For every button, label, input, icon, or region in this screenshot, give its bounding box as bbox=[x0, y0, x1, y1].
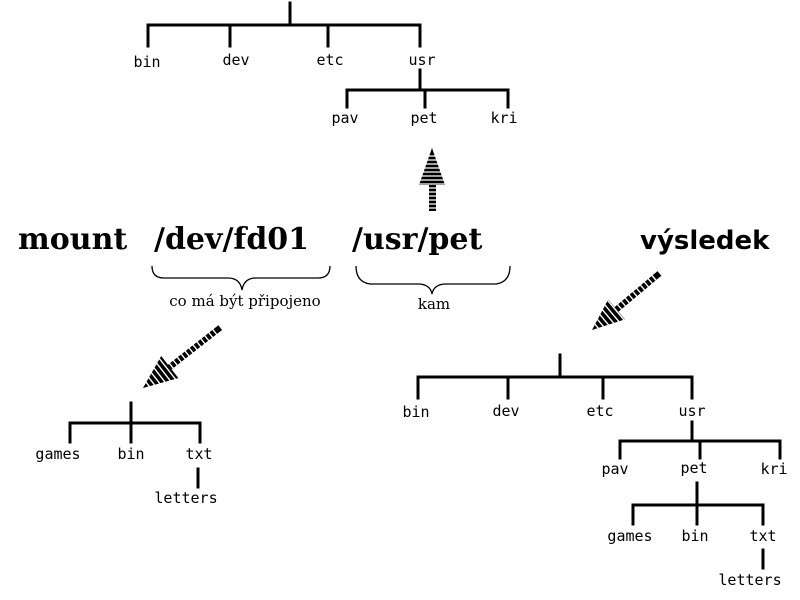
command-keyword: mount bbox=[18, 222, 128, 257]
result-dir-games: games bbox=[607, 527, 653, 545]
top-dir-bin: bin bbox=[133, 53, 161, 71]
result-dir-pav: pav bbox=[601, 460, 629, 478]
target-brace bbox=[355, 265, 511, 295]
device-brace bbox=[151, 265, 331, 291]
floppy-dir-txt: txt bbox=[185, 445, 213, 463]
top-dir-pav: pav bbox=[331, 109, 359, 127]
result-dir-txt: txt bbox=[749, 527, 777, 545]
target-note: kam bbox=[417, 295, 451, 313]
result-dir-kri: kri bbox=[760, 460, 788, 478]
device-note: co má být připojeno bbox=[169, 292, 321, 310]
result-dir-etc: etc bbox=[586, 402, 614, 420]
floppy-dir-bin: bin bbox=[117, 445, 145, 463]
top-dir-dev: dev bbox=[222, 51, 250, 69]
command-target: /usr/pet bbox=[352, 222, 483, 257]
top-dir-etc: etc bbox=[316, 51, 344, 69]
result-dir-usr: usr bbox=[678, 402, 706, 420]
floppy-dir-games: games bbox=[35, 445, 81, 463]
result-dir-bin: bin bbox=[402, 403, 430, 421]
result-dir-letters: letters bbox=[718, 571, 782, 589]
top-dir-kri: kri bbox=[490, 109, 518, 127]
top-dir-pet: pet bbox=[410, 109, 438, 127]
result-label: výsledek bbox=[640, 226, 770, 256]
floppy-dir-letters: letters bbox=[154, 489, 218, 507]
up-arrow-shaft bbox=[429, 185, 436, 211]
result-dir-bin-2: bin bbox=[681, 527, 709, 545]
result-dir-dev: dev bbox=[492, 402, 520, 420]
top-dir-usr: usr bbox=[408, 51, 436, 69]
command-device: /dev/fd01 bbox=[154, 222, 310, 257]
result-dir-pet: pet bbox=[680, 459, 708, 477]
